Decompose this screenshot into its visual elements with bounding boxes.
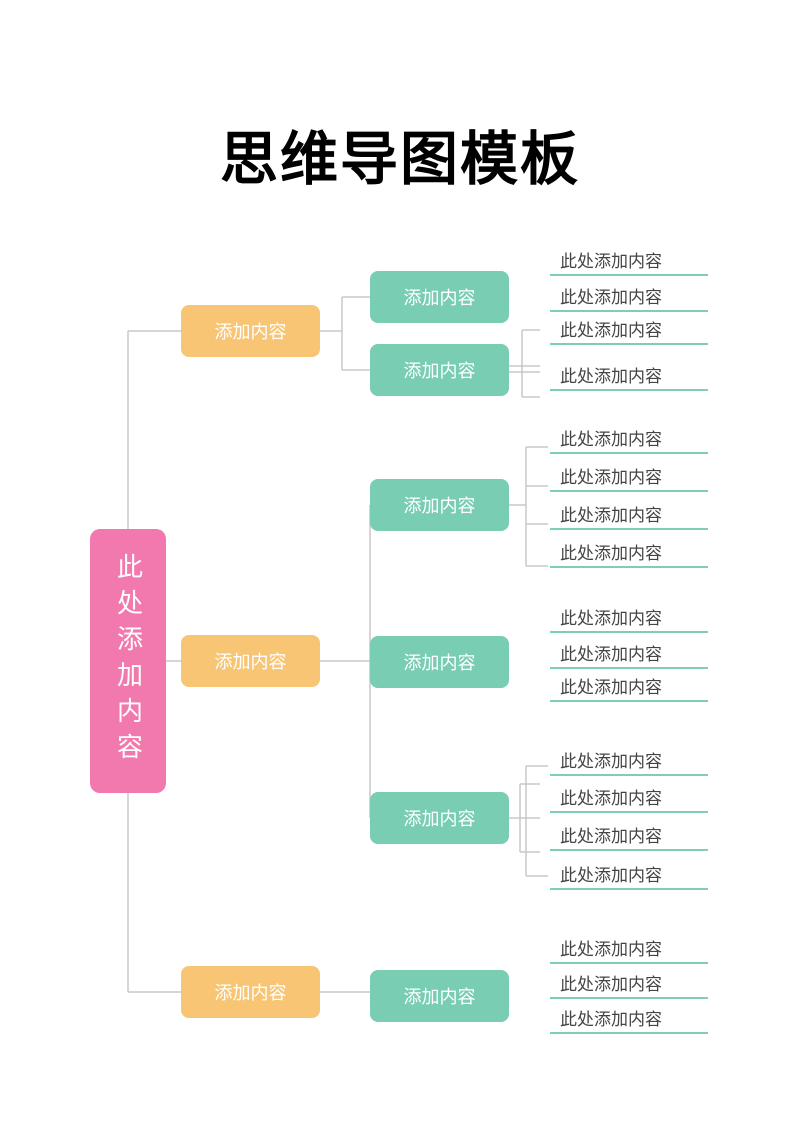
sub-branch-node[interactable]: 添加内容	[370, 636, 509, 688]
leaf-item[interactable]: 此处添加内容	[550, 319, 708, 345]
sub-branch-node[interactable]: 添加内容	[370, 271, 509, 323]
leaf-item[interactable]: 此处添加内容	[550, 286, 708, 312]
leaf-item[interactable]: 此处添加内容	[550, 938, 708, 964]
leaf-item[interactable]: 此处添加内容	[550, 676, 708, 702]
leaf-item[interactable]: 此处添加内容	[550, 1008, 708, 1034]
page-title: 思维导图模板	[219, 125, 580, 193]
sub-branch-node[interactable]: 添加内容	[370, 344, 509, 396]
root-node[interactable]: 此处添加内容	[90, 529, 166, 793]
leaf-item[interactable]: 此处添加内容	[550, 365, 708, 391]
leaf-item[interactable]: 此处添加内容	[550, 825, 708, 851]
leaf-item[interactable]: 此处添加内容	[550, 542, 708, 568]
leaf-item[interactable]: 此处添加内容	[550, 504, 708, 530]
branch-node[interactable]: 添加内容	[181, 635, 320, 687]
leaf-item[interactable]: 此处添加内容	[550, 864, 708, 890]
sub-branch-node[interactable]: 添加内容	[370, 479, 509, 531]
branch-node[interactable]: 添加内容	[181, 305, 320, 357]
branch-node[interactable]: 添加内容	[181, 966, 320, 1018]
leaf-item[interactable]: 此处添加内容	[550, 250, 708, 276]
leaf-item[interactable]: 此处添加内容	[550, 787, 708, 813]
leaf-item[interactable]: 此处添加内容	[550, 973, 708, 999]
leaf-item[interactable]: 此处添加内容	[550, 428, 708, 454]
leaf-item[interactable]: 此处添加内容	[550, 750, 708, 776]
leaf-item[interactable]: 此处添加内容	[550, 466, 708, 492]
leaf-item[interactable]: 此处添加内容	[550, 643, 708, 669]
sub-branch-node[interactable]: 添加内容	[370, 792, 509, 844]
sub-branch-node[interactable]: 添加内容	[370, 970, 509, 1022]
leaf-item[interactable]: 此处添加内容	[550, 607, 708, 633]
